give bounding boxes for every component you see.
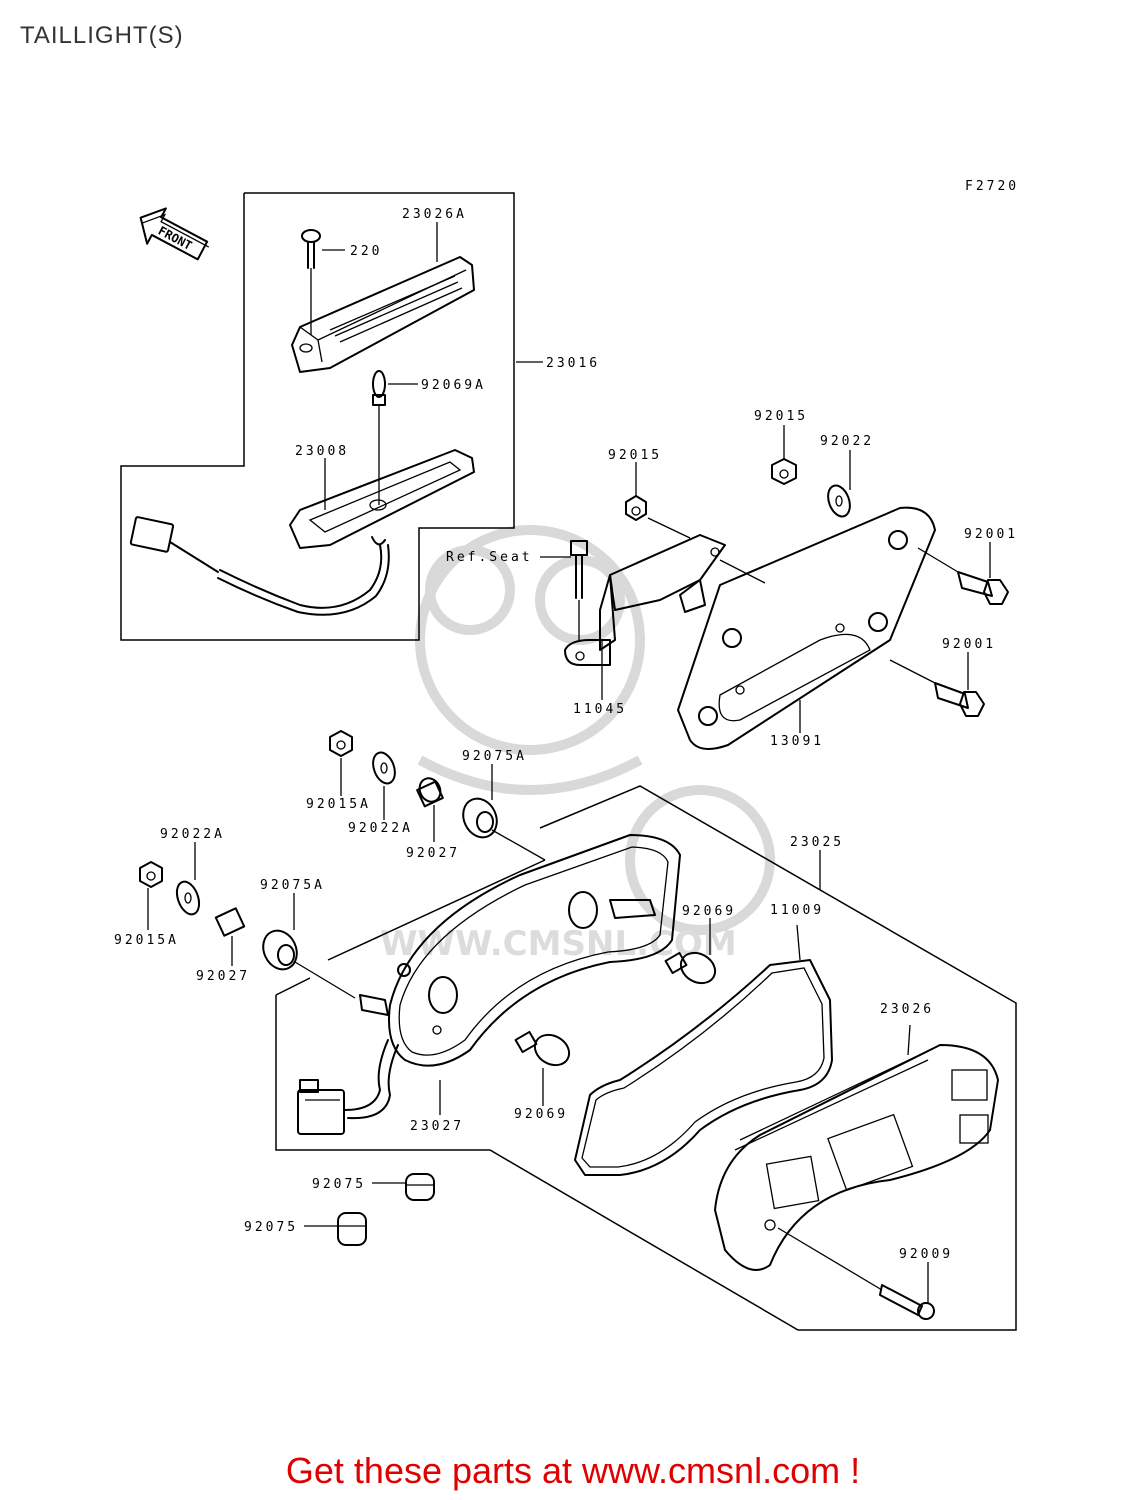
- callout-23026A: 23026A: [402, 207, 467, 222]
- callout-92069-a: 92069: [682, 904, 736, 919]
- callout-92015A-b: 92015A: [114, 933, 179, 948]
- callout-92027-b: 92027: [196, 969, 250, 984]
- callout-92015-a: 92015: [608, 448, 662, 463]
- callout-92022: 92022: [820, 434, 874, 449]
- bulb-92069-a: [664, 951, 717, 985]
- callout-92001-b: 92001: [942, 637, 996, 652]
- lens-23026: [714, 1024, 999, 1271]
- screw-92009: [777, 1227, 935, 1320]
- grommet-92075-b: [337, 1212, 367, 1246]
- callout-92015A-a: 92015A: [306, 797, 371, 812]
- callout-92027-a: 92027: [406, 846, 460, 861]
- callout-92075-a: 92075: [312, 1177, 366, 1192]
- bulb-92069-b: [514, 1030, 571, 1067]
- callout-92075A-b: 92075A: [260, 878, 325, 893]
- plate-13091: [677, 506, 936, 750]
- frame-23016: [120, 192, 515, 641]
- callout-92001-a: 92001: [964, 527, 1018, 542]
- base-wire: [297, 1039, 399, 1135]
- front-arrow: FRONT: [139, 207, 210, 261]
- housing-23008: [289, 449, 475, 549]
- bolt-refseat: [570, 540, 588, 640]
- callout-refseat: Ref.Seat: [446, 550, 533, 565]
- collar-92027-b: [214, 907, 246, 937]
- front-label: FRONT: [156, 224, 194, 253]
- grommet-92075A-a: [462, 797, 546, 861]
- bulb-92069A: [372, 370, 386, 505]
- callout-23026: 23026: [880, 1002, 934, 1017]
- watermark: WWW.CMSNL.COM: [380, 525, 775, 964]
- callout-92069-b: 92069: [514, 1107, 568, 1122]
- leader-lines: [147, 222, 991, 1303]
- callout-23016: 23016: [546, 356, 600, 371]
- callout-92069A: 92069A: [421, 378, 486, 393]
- callout-13091: 13091: [770, 734, 824, 749]
- figure-code: F2720: [965, 179, 1019, 194]
- nut-92015A-b: [139, 861, 163, 888]
- nut-92015-b: [771, 458, 797, 485]
- license-wire: [129, 516, 390, 616]
- callout-23008: 23008: [295, 444, 349, 459]
- bolt-92001-a: [917, 547, 1009, 605]
- lens-23026A: [291, 256, 475, 373]
- callout-92075-b: 92075: [244, 1220, 298, 1235]
- frame-23025-edge: [327, 859, 546, 961]
- watermark-text: WWW.CMSNL.COM: [380, 924, 737, 964]
- nut-92015A-a: [329, 730, 353, 757]
- washer-92022: [827, 484, 851, 518]
- callout-92009: 92009: [899, 1247, 953, 1262]
- grommet-92075A-b: [262, 929, 356, 999]
- page-title: TAILLIGHT(S): [20, 22, 184, 49]
- bolt-92001-b: [889, 659, 985, 717]
- screw-220: [301, 229, 321, 335]
- washer-92022A-a: [372, 751, 396, 785]
- frame-23025: [275, 785, 1017, 1331]
- callout-11009: 11009: [770, 903, 824, 918]
- callout-23027: 23027: [410, 1119, 464, 1134]
- bracket-11045: [564, 534, 726, 666]
- callout-92022A-a: 92022A: [348, 821, 413, 836]
- callout-labels: 23026A 220 23016 92069A 23008 92015 9201…: [114, 207, 1018, 1262]
- frame-23025-edge-2: [275, 977, 311, 996]
- grommet-92075-a: [405, 1173, 435, 1201]
- footer-link-text[interactable]: Get these parts at www.cmsnl.com !: [285, 1450, 861, 1491]
- nut-92015-a: [625, 495, 766, 584]
- gasket-11009: [574, 924, 833, 1176]
- callout-23025: 23025: [790, 835, 844, 850]
- collar-92027-a: [416, 777, 444, 808]
- callout-92015-b: 92015: [754, 409, 808, 424]
- washer-92022A-b: [175, 880, 201, 916]
- base-23027: [359, 834, 681, 1067]
- callout-220: 220: [350, 244, 382, 259]
- callout-11045: 11045: [573, 702, 627, 717]
- callout-92022A-b: 92022A: [160, 827, 225, 842]
- callout-92075A-a: 92075A: [462, 749, 527, 764]
